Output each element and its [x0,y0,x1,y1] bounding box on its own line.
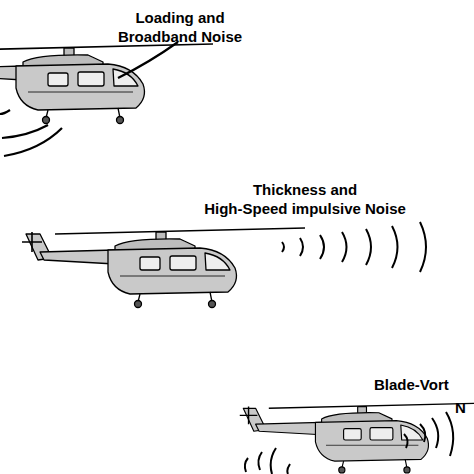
noise-label: N [455,398,474,417]
noise-label: Blade-Vort [374,375,474,394]
noise-label: Loading and Broadband Noise [105,8,255,46]
noise-label: Thickness and High-Speed impulsive Noise [185,180,425,218]
